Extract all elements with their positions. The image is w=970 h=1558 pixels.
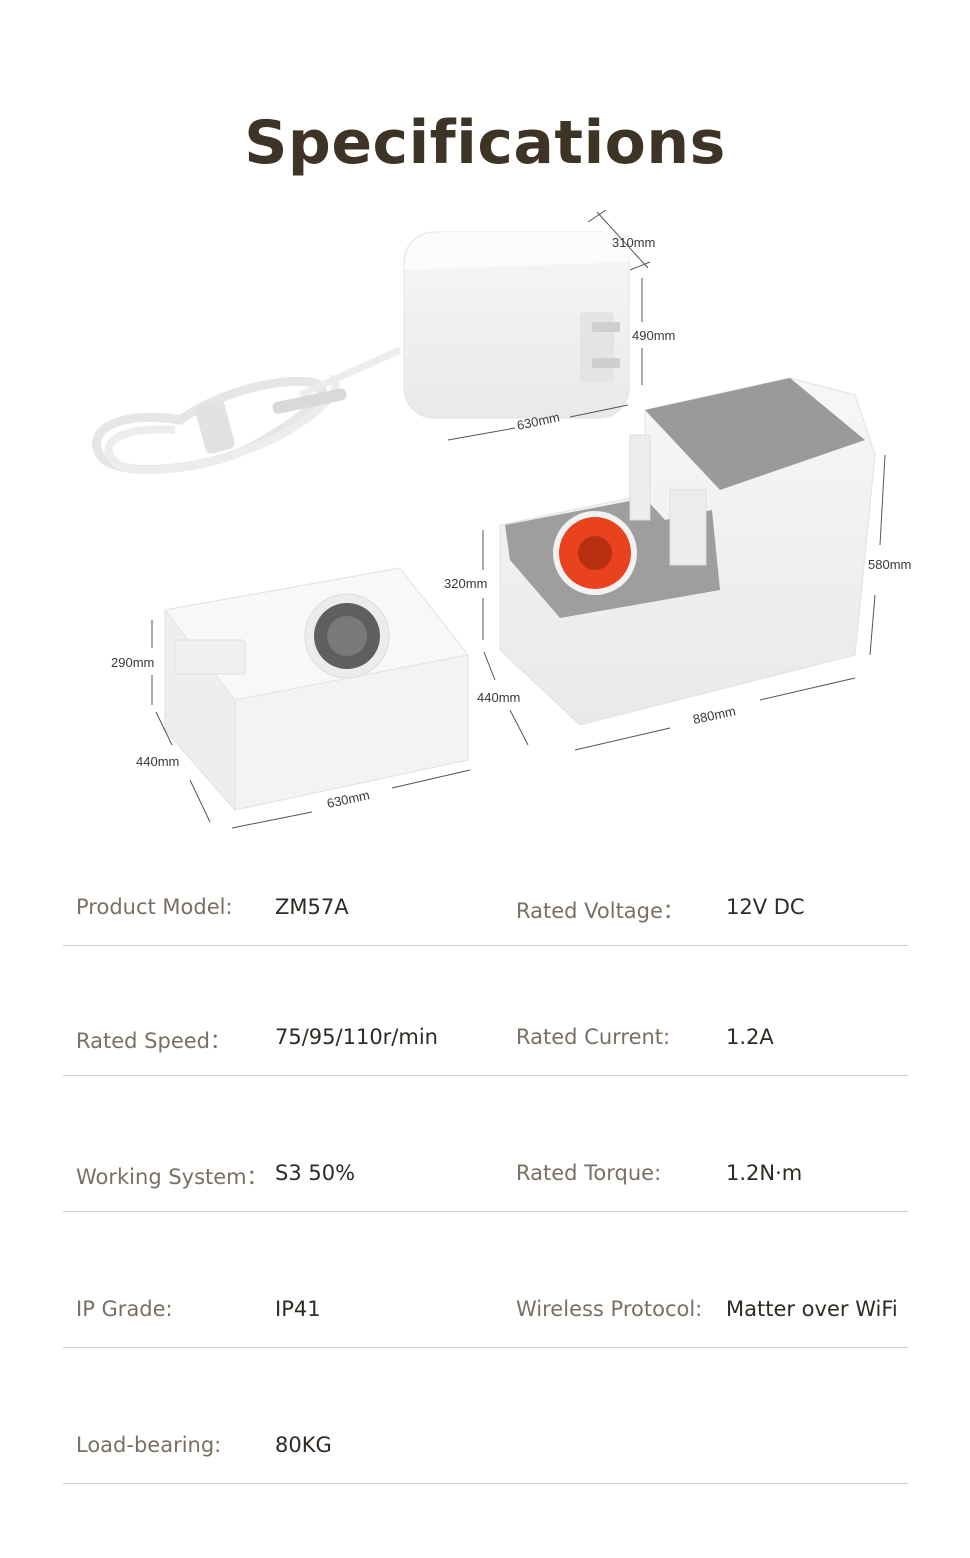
spec-label-rated-torque: Rated Torque:	[516, 1161, 662, 1185]
spec-label-ip-grade: IP Grade:	[76, 1297, 173, 1321]
spec-row: Load-bearing: 80KG	[63, 1411, 908, 1484]
spec-row: Working System： S3 50% Rated Torque: 1.2…	[63, 1139, 908, 1212]
spec-value-rated-torque: 1.2N·m	[726, 1161, 803, 1185]
spec-value-rated-current: 1.2A	[726, 1025, 774, 1049]
dim-base-width: 880mm	[692, 703, 738, 727]
dim-adapter-depth: 310mm	[612, 235, 655, 250]
dim-base-total-height: 580mm	[868, 557, 911, 572]
spec-value-rated-speed: 75/95/110r/min	[275, 1025, 438, 1049]
spec-row: Product Model: ZM57A Rated Voltage： 12V …	[63, 873, 908, 946]
motor-unit-image	[164, 567, 469, 811]
spec-row: IP Grade: IP41 Wireless Protocol: Matter…	[63, 1275, 908, 1348]
spec-table: Product Model: ZM57A Rated Voltage： 12V …	[63, 873, 908, 1484]
spec-label-product-model: Product Model:	[76, 895, 233, 919]
spec-label-wireless-protocol: Wireless Protocol:	[516, 1297, 703, 1321]
spec-label-rated-voltage: Rated Voltage：	[516, 899, 684, 923]
dim-base-height: 320mm	[444, 576, 487, 591]
spec-value-ip-grade: IP41	[275, 1297, 321, 1321]
dimension-lines	[151, 209, 886, 829]
spec-label-working-system: Working System：	[76, 1165, 268, 1189]
base-unit-image	[499, 377, 876, 726]
dim-motor-height: 290mm	[111, 655, 154, 670]
spec-value-working-system: S3 50%	[275, 1161, 356, 1185]
product-dimension-illustration: 310mm 490mm 630mm 290mm 440mm 630mm 320m…	[92, 209, 911, 829]
power-adapter-image	[92, 231, 630, 475]
page-title: Specifications	[244, 108, 726, 178]
spec-value-product-model: ZM57A	[275, 895, 349, 919]
spec-value-load-bearing: 80KG	[275, 1433, 332, 1457]
spec-label-rated-current: Rated Current:	[516, 1025, 671, 1049]
dim-motor-width: 630mm	[326, 787, 372, 811]
spec-value-rated-voltage: 12V DC	[726, 895, 805, 919]
spec-value-wireless-protocol: Matter over WiFi	[726, 1297, 898, 1321]
spec-label-load-bearing: Load-bearing:	[76, 1433, 222, 1457]
spec-label-rated-speed: Rated Speed：	[76, 1029, 231, 1053]
spec-row: Rated Speed： 75/95/110r/min Rated Curren…	[63, 1003, 908, 1076]
dim-motor-depth: 440mm	[136, 754, 179, 769]
dim-base-depth: 440mm	[477, 690, 520, 705]
dim-adapter-height: 490mm	[632, 328, 675, 343]
